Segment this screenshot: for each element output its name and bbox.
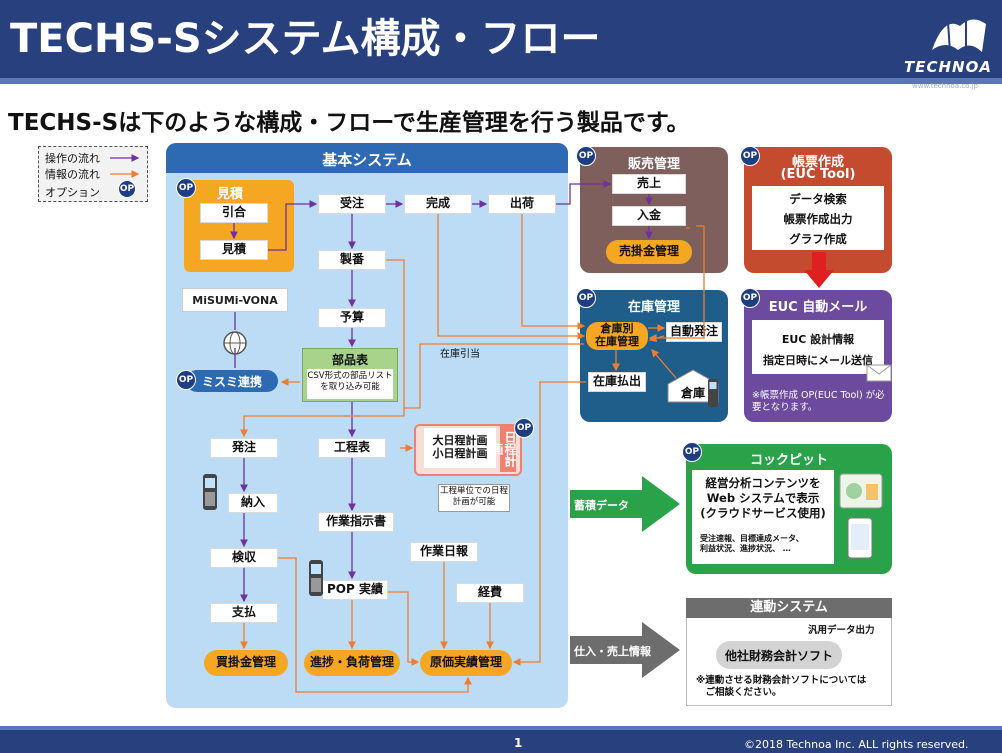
linkage-export-label: 汎用データ出力 xyxy=(808,625,875,636)
accumulated-data-arrow xyxy=(570,476,680,532)
genka-box: 原価実績管理 xyxy=(420,650,512,676)
koteihyo-box: 工程表 xyxy=(318,438,386,458)
basic-system-title: 基本システム xyxy=(322,151,412,169)
sagyo-nippo-box: 作業日報 xyxy=(410,542,478,562)
envelope-icon xyxy=(866,364,892,382)
kaikake-box: 買掛金管理 xyxy=(204,650,288,676)
juchu-box: 受注 xyxy=(318,194,386,214)
header-accent-band xyxy=(0,78,1002,84)
inventory-op-badge: OP xyxy=(576,288,596,308)
nittei-plan-box: 大日程計画 小日程計画 xyxy=(424,428,496,468)
technoa-logo-text: TECHNOA xyxy=(904,58,992,76)
estimate-op-badge: OP xyxy=(176,178,196,198)
cockpit-main-text: 経営分析コンテンツを Web システムで表示 (クラウドサービス使用) xyxy=(700,476,826,520)
linkage-title: 連動システム xyxy=(686,598,892,618)
scanner-icon xyxy=(708,379,718,407)
forms-item-graph: グラフ作成 xyxy=(789,232,847,246)
technoa-logo-icon xyxy=(932,18,986,53)
purchase-sales-arrow xyxy=(570,622,680,678)
shukka-box: 出荷 xyxy=(488,194,556,214)
jido-hachu-box: 自動発注 xyxy=(666,322,722,342)
buhinhyo-note: CSV形式の部品リストを取り込み可能 xyxy=(307,369,393,399)
forms-items-box: データ検索 帳票作成出力 グラフ作成 xyxy=(752,186,884,250)
legend-option-label: オプション xyxy=(45,186,100,199)
seiban-box: 製番 xyxy=(318,250,386,270)
purchase-sales-label: 仕入・売上情報 xyxy=(574,645,651,658)
footer-accent-band xyxy=(0,726,1002,730)
sales-title: 販売管理 xyxy=(627,157,680,172)
cockpit-op-badge: OP xyxy=(682,442,702,462)
keihi-box: 経費 xyxy=(456,583,524,603)
forms-op-badge: OP xyxy=(740,146,760,166)
euc-mail-items-box: EUC 設計情報 指定日時にメール送信 xyxy=(752,320,884,374)
pop-terminal-icon xyxy=(309,560,323,596)
cockpit-title: コックピット xyxy=(749,453,828,468)
page-subtitle: TECHS-Sは下のような構成・フローで生産管理を行う製品です。 xyxy=(8,110,690,136)
down-arrow-icon xyxy=(804,252,834,288)
forms-subtitle: (EUC Tool) xyxy=(780,167,856,182)
technoa-url: www.technoa.co.jp xyxy=(912,82,978,90)
sales-op-badge: OP xyxy=(576,146,596,166)
page-title: TECHS-Sシステム構成・フロー xyxy=(10,16,601,62)
misumi-op-badge: OP xyxy=(176,370,196,390)
nittei-note: 工程単位での日程計画が可能 xyxy=(438,484,510,512)
misumi-vona-logo: MiSUMi-VONA xyxy=(182,288,288,312)
copyright: ©2018 Technoa Inc. ALL rights reserved. xyxy=(744,738,969,751)
hachu-box: 発注 xyxy=(210,438,278,458)
nittei-large-label: 大日程計画 xyxy=(432,434,488,448)
buhinhyo-title: 部品表 xyxy=(331,353,368,367)
hikiai-box: 引合 xyxy=(200,203,268,223)
euc-mail-op-badge: OP xyxy=(740,288,760,308)
kenshu-box: 検収 xyxy=(210,548,278,568)
forms-item-search: データ検索 xyxy=(789,192,847,206)
euc-mail-item-send: 指定日時にメール送信 xyxy=(763,354,873,367)
nounyu-box: 納入 xyxy=(228,493,278,513)
buhinhyo-group: 部品表 CSV形式の部品リストを取り込み可能 xyxy=(302,348,398,402)
handheld-terminal-icon xyxy=(203,474,217,510)
euc-mail-note: ※帳票作成 OP(EUC Tool) が必要となります。 xyxy=(752,390,885,413)
nyukin-box: 入金 xyxy=(612,206,686,226)
legend-info-label: 情報の流れ xyxy=(45,168,100,181)
legend-op-badge: OP xyxy=(118,180,136,198)
soko-label: 倉庫 xyxy=(680,386,705,400)
nittei-small-label: 小日程計画 xyxy=(432,447,488,460)
linkage-note: ※連動させる財務会計ソフトについては ご相談ください。 xyxy=(696,675,867,698)
zaiko-hikiate-label: 在庫引当 xyxy=(440,349,480,360)
shinchoku-box: 進捗・負荷管理 xyxy=(304,650,400,676)
euc-mail-item-design: EUC 設計情報 xyxy=(781,333,855,346)
urikake-box: 売掛金管理 xyxy=(606,240,692,264)
shiharai-box: 支払 xyxy=(210,603,278,623)
inventory-title: 在庫管理 xyxy=(627,300,680,315)
page-number: 1 xyxy=(514,736,523,750)
accumulated-data-label: 蓄積データ xyxy=(574,499,629,512)
legend-operation-label: 操作の流れ xyxy=(45,152,100,165)
pop-box: POP 実績 xyxy=(322,580,388,600)
linkage-software-box: 他社財務会計ソフト xyxy=(716,641,842,669)
uriage-box: 売上 xyxy=(612,174,686,194)
footer-bar xyxy=(0,730,1002,753)
basic-system-header: 基本システム xyxy=(166,143,568,173)
nittei-op-badge: OP xyxy=(514,418,534,438)
euc-mail-title: EUC 自動メール xyxy=(768,300,868,315)
header-bar xyxy=(0,0,1002,80)
soko-betsu-box: 倉庫別 在庫管理 xyxy=(586,322,648,350)
tablet-dashboard-icon xyxy=(839,473,883,559)
cockpit-detail-text: 受注速報、目標達成メータ、 利益状況、進捗状況、 … xyxy=(700,534,804,554)
estimate-title: 見積 xyxy=(216,187,243,202)
yosan-box: 予算 xyxy=(318,308,386,328)
zaiko-haraidashi-box: 在庫払出 xyxy=(588,372,646,392)
misumi-link-box: ミスミ連携 xyxy=(186,370,278,392)
cockpit-content-box: 経営分析コンテンツを Web システムで表示 (クラウドサービス使用) 受注速報… xyxy=(692,470,834,564)
sagyo-shiji-box: 作業指示書 xyxy=(318,512,394,532)
kansei-box: 完成 xyxy=(404,194,472,214)
forms-item-output: 帳票作成出力 xyxy=(783,212,853,226)
mitsumori-box: 見積 xyxy=(200,240,268,260)
forms-title: 帳票作成 xyxy=(791,155,844,170)
